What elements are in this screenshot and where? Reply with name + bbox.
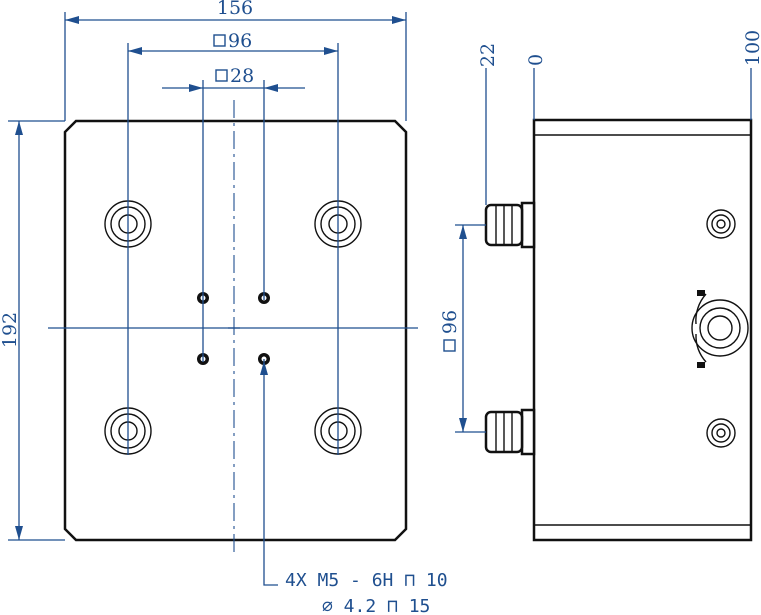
side-body-outline: [532, 118, 753, 542]
ordinate-text-22: 22: [477, 43, 499, 67]
side-connector-top: [706, 209, 736, 239]
side-bolt-head-bottom: [484, 408, 536, 456]
square-symbol-96: [213, 34, 226, 47]
side-connector-bottom: [706, 418, 736, 448]
ordinate-text-100: 100: [742, 30, 761, 66]
dimension-text-side-96: 96: [439, 310, 461, 334]
dimension-text-192: 192: [0, 312, 21, 348]
side-bolt-head-top: [484, 201, 536, 249]
side-dimensions: 22 0 100 96: [439, 30, 761, 433]
front-view: [48, 100, 418, 556]
square-symbol-28: [215, 69, 228, 82]
front-dimensions: 156 96 28 192 4X M5 - 6H ⊓ 10 ∅ 4.2 ⊓ 15: [0, 0, 448, 615]
callout-leader: [263, 359, 278, 586]
front-plate-outline: [63, 119, 408, 542]
callout-line-1: 4X M5 - 6H ⊓ 10: [285, 570, 448, 591]
square-symbol-side-96: [443, 339, 456, 352]
ordinate-text-0: 0: [525, 54, 547, 66]
dimension-text-96: 96: [228, 30, 252, 52]
side-view: [484, 118, 753, 542]
dimension-text-28: 28: [230, 65, 254, 87]
side-center-fitting: [691, 290, 749, 368]
callout-line-2: ∅ 4.2 ⊓ 15: [322, 596, 430, 615]
dimension-text-156: 156: [217, 0, 253, 19]
